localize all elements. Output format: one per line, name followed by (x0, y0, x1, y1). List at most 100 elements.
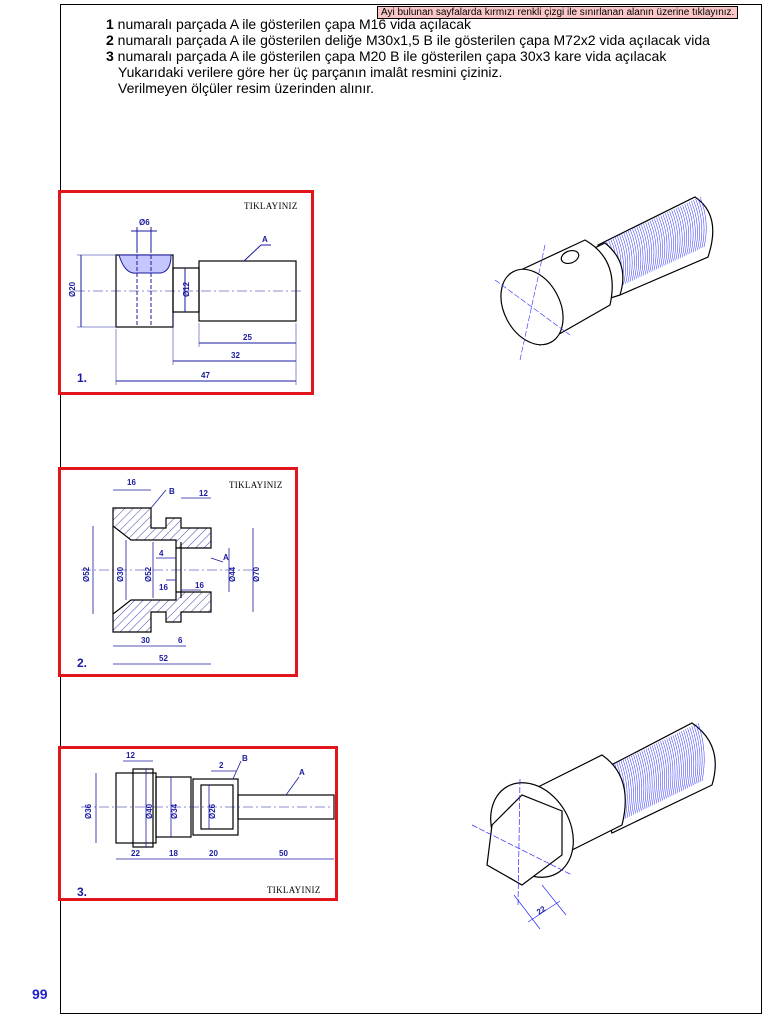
thread-line (689, 727, 697, 786)
isometric-view-3: 22 (471, 722, 716, 930)
dim-body-length: 30 (141, 636, 150, 645)
thread-line (640, 224, 648, 275)
thread-line (631, 755, 638, 814)
thread-line (697, 722, 705, 782)
thread-line (643, 749, 651, 808)
part-number: 1. (77, 371, 88, 385)
thread-line (691, 725, 699, 785)
dim-groove: 4 (159, 549, 164, 558)
page-number: 99 (32, 986, 48, 1002)
thread-line (677, 207, 685, 258)
thread-line (699, 196, 707, 248)
thread-line (658, 742, 665, 801)
thread-line (651, 219, 659, 270)
thread-line (660, 215, 668, 266)
technical-drawing-3: 12 2 B A Ø36 Ø40 Ø34 Ø26 22 18 20 50 (81, 751, 335, 860)
thread-line (695, 723, 703, 783)
thread-line (651, 745, 659, 804)
thread-line (666, 738, 674, 797)
instruction-1: 1 numaralı parçada A ile gösterilen çapa… (106, 16, 710, 32)
dim-head-diameter: Ø20 (68, 281, 77, 297)
thread-line (634, 227, 642, 278)
thread-line (638, 225, 646, 276)
thread-line (622, 759, 630, 818)
thread-line (633, 754, 640, 813)
dim-flange-width: 12 (199, 489, 208, 498)
thread-line (676, 733, 684, 792)
thread-line (662, 740, 670, 799)
drawing-3-link[interactable]: 12 2 B A Ø36 Ø40 Ø34 Ø26 22 18 20 50 TIK… (58, 746, 338, 901)
thread-line (627, 230, 635, 281)
thread-line (637, 752, 645, 811)
technical-drawing-2: 16 B 12 Ø52 Ø30 Ø52 4 16 16 A Ø44 Ø70 30… (81, 478, 261, 665)
thread-line (629, 756, 636, 815)
click-label: TIKLAYINIZ (244, 201, 298, 211)
thread-line (645, 748, 653, 807)
thread-line (632, 228, 639, 279)
label-a: A (299, 768, 305, 777)
thread-line (695, 198, 703, 250)
thread-line (656, 217, 663, 268)
thread-line (693, 199, 700, 251)
thread-line (684, 204, 692, 255)
thread-line (649, 746, 657, 805)
dim-flange-width: 12 (126, 751, 135, 760)
label-a: A (262, 235, 268, 244)
thread-line (664, 739, 672, 798)
instruction-text: numaralı parçada A ile gösterilen çapa M… (113, 16, 472, 32)
thread-line (656, 743, 663, 802)
dim-outer-diameter: Ø52 (82, 566, 91, 582)
label-b: B (169, 487, 175, 496)
thread-line (641, 750, 649, 809)
thread-line (667, 212, 674, 263)
thread-line (675, 208, 683, 259)
dim-flange-diameter: Ø40 (145, 803, 154, 819)
thread-line (626, 757, 634, 816)
thread-line (643, 223, 650, 274)
thread-line (686, 203, 694, 254)
click-label: TIKLAYINIZ (229, 480, 283, 490)
thread-line (660, 741, 668, 800)
thread-line (674, 734, 682, 793)
thread-line (647, 747, 655, 806)
thread-line (624, 758, 632, 817)
thread-line (645, 222, 653, 273)
dim-flange-diameter: Ø70 (252, 566, 261, 582)
dim-neck-length: 20 (209, 849, 218, 858)
dim-total-length: 47 (201, 371, 210, 380)
technical-drawing-1: Ø6 Ø20 Ø12 A 25 32 47 (68, 218, 303, 385)
dim-bore-diameter: Ø30 (116, 566, 125, 582)
dim-groove-length: 16 (159, 583, 168, 592)
part-number: 3. (77, 885, 88, 899)
thread-line (654, 218, 661, 269)
thread-line (623, 232, 631, 283)
thread-line (671, 210, 679, 261)
dim-head-length: 22 (131, 849, 140, 858)
dim-body-length: 18 (169, 849, 178, 858)
drawing-1-link[interactable]: Ø6 Ø20 Ø12 A 25 32 47 TIKLAYINIZ 1. (58, 190, 314, 395)
thread-line (688, 202, 696, 253)
instruction-number: 1 (106, 16, 114, 32)
dim-shoulder: 6 (178, 636, 183, 645)
click-label: TIKLAYINIZ (267, 885, 321, 895)
dim-head-diameter: Ø36 (84, 803, 93, 819)
thread-line (673, 209, 681, 260)
thread-line (681, 731, 688, 790)
dim-shaft-neck-length: 32 (231, 351, 240, 360)
thread-line (669, 211, 677, 262)
label-b: B (242, 754, 248, 763)
thread-line (621, 233, 629, 284)
thread-line (670, 736, 678, 795)
thread-line (682, 205, 690, 256)
thread-line (687, 728, 695, 787)
thread-line (685, 729, 693, 788)
instruction-2: 2 numaralı parçada A ile gösterilen deli… (106, 32, 710, 48)
dim-body-diameter: Ø34 (170, 803, 179, 819)
thread-line (679, 732, 686, 791)
dim-inner-diameter: Ø52 (144, 566, 153, 582)
thread-line (654, 744, 661, 803)
thread-line (668, 737, 676, 796)
dim-shaft-length: 50 (279, 849, 288, 858)
dim-neck-diameter: Ø12 (182, 281, 191, 297)
drawing-2-link[interactable]: 16 B 12 Ø52 Ø30 Ø52 4 16 16 A Ø44 Ø70 30… (58, 467, 298, 677)
